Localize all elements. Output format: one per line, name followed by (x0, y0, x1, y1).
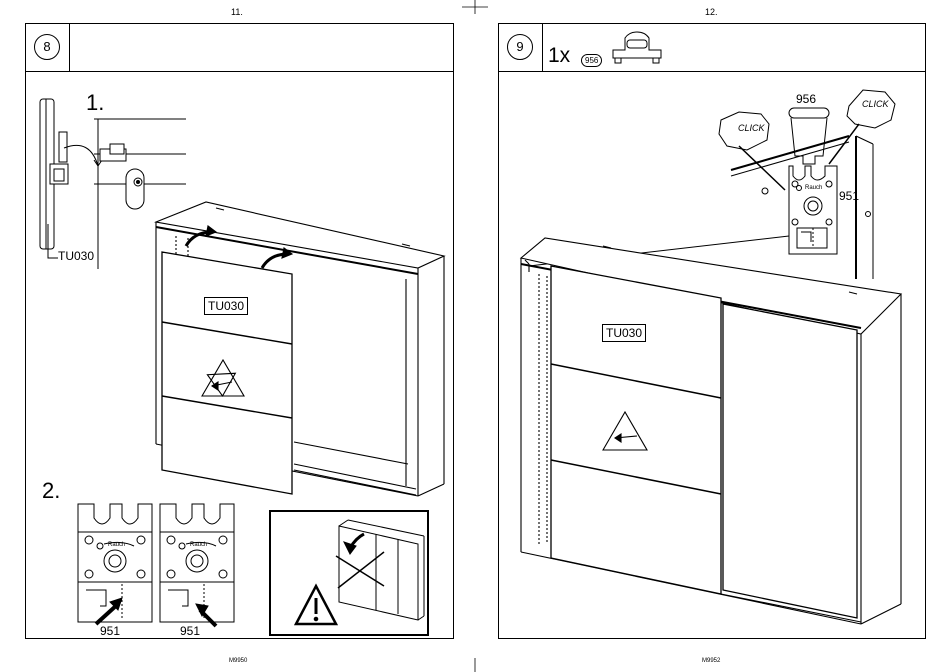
door-label-tu030: TU030 (602, 324, 646, 342)
wardrobe-both-doors-drawing (499, 24, 927, 640)
page-footer-right: M9952 (702, 658, 720, 664)
page-number-left: 11. (231, 7, 243, 17)
page-number-right: 12. (705, 7, 718, 17)
warning-drawing (26, 24, 455, 640)
step-8-panel: 8 1. 2. TU030 (25, 23, 454, 639)
page-footer-left: M9950 (229, 658, 247, 664)
step-9-panel: 9 1x 956 (498, 23, 926, 639)
